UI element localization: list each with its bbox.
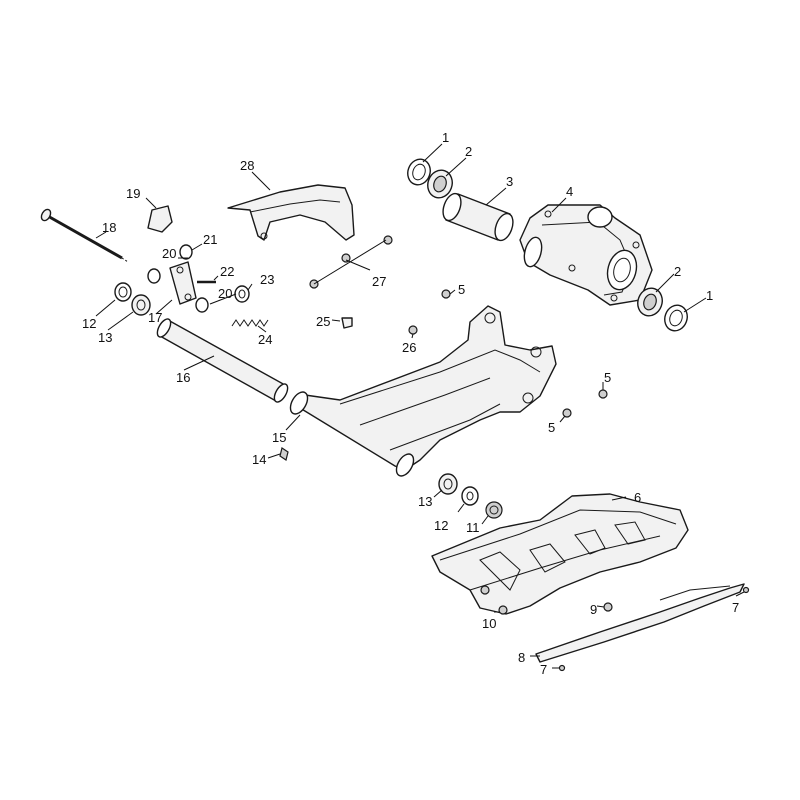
callout-20-lower: 20 <box>218 286 232 301</box>
part-21-bush <box>179 244 193 260</box>
part-2-bearing-top <box>427 169 453 199</box>
callout-18: 18 <box>102 220 116 235</box>
callout-16: 16 <box>176 370 190 385</box>
callout-7-bottom: 7 <box>540 662 547 677</box>
callout-19: 19 <box>126 186 140 201</box>
part-28-chain-guard <box>227 184 355 241</box>
callout-12: 12 <box>82 316 96 331</box>
part-16-pivot-tube <box>156 318 289 403</box>
part-3-pivot-sleeve <box>442 192 514 242</box>
part-1-seal-ring-lower <box>664 304 688 332</box>
callout-labels: 1 2 3 4 2 1 28 19 18 21 20 22 23 20 12 1… <box>82 130 739 677</box>
callout-6: 6 <box>634 490 641 505</box>
part-12-washer-lower <box>461 486 479 506</box>
part-4-pivot-housing <box>519 204 653 306</box>
callout-5-top: 5 <box>458 282 465 297</box>
callout-22: 22 <box>220 264 234 279</box>
callout-5-right: 5 <box>604 370 611 385</box>
callout-13: 13 <box>98 330 112 345</box>
part-23-collar <box>234 285 250 303</box>
callout-3: 3 <box>506 174 513 189</box>
callout-15: 15 <box>272 430 286 445</box>
part-24-spring <box>231 319 269 327</box>
callout-27: 27 <box>372 274 386 289</box>
part-5-bolts <box>441 289 608 418</box>
part-17-linkage-plate <box>169 261 197 305</box>
callout-11: 11 <box>466 520 480 535</box>
callout-8: 8 <box>518 650 525 665</box>
part-18-axle-bolt <box>40 208 129 263</box>
callout-2-lower: 2 <box>674 264 681 279</box>
callout-25: 25 <box>316 314 330 329</box>
part-15-swing-arm <box>289 305 557 477</box>
part-12-washer-left <box>114 282 132 302</box>
leader-lines <box>95 143 745 669</box>
callout-9: 9 <box>590 602 597 617</box>
callout-4: 4 <box>566 184 573 199</box>
part-10-bolt <box>480 585 508 615</box>
callout-12-lower: 12 <box>434 518 448 533</box>
callout-2: 2 <box>465 144 472 159</box>
callout-24: 24 <box>258 332 272 347</box>
callout-13-lower: 13 <box>418 494 432 509</box>
callout-1-lower: 1 <box>706 288 713 303</box>
callout-1: 1 <box>442 130 449 145</box>
part-11-nut <box>485 501 503 519</box>
part-9-bolt <box>603 602 613 612</box>
callout-26: 26 <box>402 340 416 355</box>
part-8-chain-slider <box>535 583 745 663</box>
part-20-bush-lower <box>195 297 209 313</box>
callout-23: 23 <box>260 272 274 287</box>
callout-7-right: 7 <box>732 600 739 615</box>
callout-28: 28 <box>240 158 254 173</box>
callout-20: 20 <box>162 246 176 261</box>
part-19-cover-clip <box>147 205 173 233</box>
part-27-screws <box>309 235 393 289</box>
callout-14: 14 <box>252 452 266 467</box>
part-1-seal-ring-top <box>407 158 431 186</box>
part-26-bolt <box>408 325 418 335</box>
part-13-bushing-left <box>131 294 151 316</box>
part-13-bushing-lower <box>438 473 458 495</box>
callout-10: 10 <box>482 616 496 631</box>
part-25-clip <box>341 317 353 329</box>
callout-17: 17 <box>148 310 162 325</box>
part-20-bush-upper <box>147 268 161 284</box>
part-14-clip <box>279 447 289 461</box>
callout-21: 21 <box>203 232 217 247</box>
part-2-bearing-lower <box>637 287 663 317</box>
callout-5-lower: 5 <box>548 420 555 435</box>
part-6-skid-plate <box>431 493 689 615</box>
